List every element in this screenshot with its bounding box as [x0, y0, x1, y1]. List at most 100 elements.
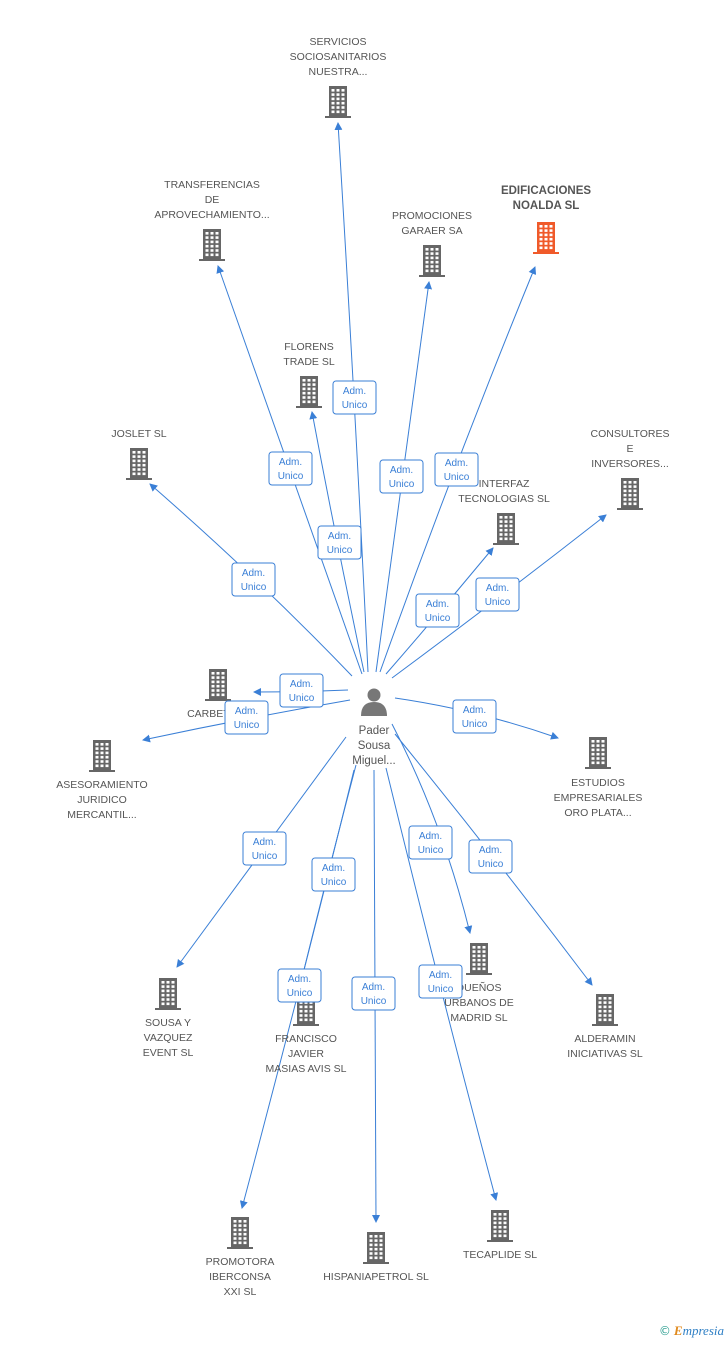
- building-icon: [493, 513, 519, 545]
- company-label-line: SOUSA Y: [145, 1017, 191, 1029]
- relation-badge-servicios[interactable]: Adm.Unico: [332, 380, 377, 415]
- company-label-line: VAZQUEZ: [144, 1032, 193, 1044]
- relation-badge-transferencias[interactable]: Adm.Unico: [268, 451, 313, 486]
- relation-badge-interfaz[interactable]: Adm.Unico: [415, 593, 460, 628]
- company-label-line: MADRID SL: [450, 1012, 507, 1024]
- badge-text: Adm.: [419, 831, 442, 842]
- company-node-transferencias[interactable]: TRANSFERENCIASDEAPROVECHAMIENTO...: [154, 179, 270, 261]
- badge-text: Adm.: [235, 706, 258, 717]
- badge-text: Unico: [361, 996, 387, 1007]
- building-icon: [325, 86, 351, 118]
- building-icon: [617, 478, 643, 510]
- relation-badge-edificaciones[interactable]: Adm.Unico: [434, 452, 479, 487]
- badge-text: Adm.: [279, 457, 302, 468]
- building-icon: [205, 669, 231, 701]
- badge-text: Unico: [321, 877, 347, 888]
- building-icon: [296, 376, 322, 408]
- company-node-servicios[interactable]: SERVICIOSSOCIOSANITARIOSNUESTRA...: [290, 36, 387, 118]
- badge-text: Adm.: [290, 679, 313, 690]
- company-node-consultores[interactable]: CONSULTORESEINVERSORES...: [591, 428, 670, 510]
- badge-text: Adm.: [479, 845, 502, 856]
- building-icon: [89, 740, 115, 772]
- company-node-tecaplide[interactable]: TECAPLIDE SL: [463, 1210, 537, 1261]
- company-label-line: ALDERAMIN: [574, 1033, 635, 1045]
- edge-duenos: [391, 723, 473, 934]
- company-label-line: E: [626, 443, 633, 455]
- badge-text: Unico: [418, 845, 444, 856]
- company-label-line: ESTUDIOS: [571, 777, 625, 789]
- company-label-line: EMPRESARIALES: [554, 792, 643, 804]
- company-node-hispaniapetrol[interactable]: HISPANIAPETROL SL: [323, 1232, 429, 1283]
- badge-text: Adm.: [486, 583, 509, 594]
- building-icon: [199, 229, 225, 261]
- empresia-watermark: ©Empresia: [659, 1323, 724, 1339]
- company-node-estudios[interactable]: ESTUDIOS EMPRESARIALES ORO PLATA...: [554, 737, 643, 819]
- badge-text: Adm.: [288, 974, 311, 985]
- company-label-line: CONSULTORES: [591, 428, 670, 440]
- company-label-line: PROMOCIONES: [392, 210, 472, 222]
- relation-badge-tecaplide[interactable]: Adm.Unico: [418, 964, 463, 999]
- company-label-line: INTERFAZ: [479, 478, 530, 490]
- person-name-line: Miguel...: [352, 755, 395, 767]
- badge-text: Adm.: [242, 568, 265, 579]
- company-node-asesoramiento[interactable]: ASESORAMIENTOJURIDICOMERCANTIL...: [56, 740, 148, 821]
- company-label-line: XXI SL: [224, 1286, 257, 1298]
- company-label-line: URBANOS DE: [444, 997, 513, 1009]
- badge-text: Adm.: [362, 982, 385, 993]
- relation-badge-carbetic[interactable]: Adm.Unico: [279, 673, 324, 708]
- building-icon: [126, 448, 152, 480]
- badge-text: Adm.: [426, 599, 449, 610]
- building-icon: [592, 994, 618, 1026]
- company-node-joslet[interactable]: JOSLET SL: [111, 428, 167, 480]
- badge-text: Unico: [241, 582, 267, 593]
- company-label-line: PROMOTORA: [206, 1256, 275, 1268]
- building-icon: [227, 1217, 253, 1249]
- company-label-line: APROVECHAMIENTO...: [154, 209, 269, 221]
- center-person[interactable]: PaderSousaMiguel...: [352, 688, 396, 768]
- company-label-line: SOCIOSANITARIOS: [290, 51, 387, 63]
- relation-badge-promociones[interactable]: Adm.Unico: [379, 459, 424, 494]
- person-name-line: Pader: [359, 725, 390, 737]
- company-label-line: GARAER SA: [401, 225, 462, 237]
- badge-text: Unico: [327, 545, 353, 556]
- badge-text: Adm.: [253, 837, 276, 848]
- building-icon: [585, 737, 611, 769]
- company-label-line: DUEÑOS: [457, 981, 502, 994]
- relation-badge-joslet[interactable]: Adm. Unico: [231, 562, 276, 597]
- relation-badge-florens[interactable]: Adm.Unico: [317, 525, 362, 560]
- company-label-line: EVENT SL: [143, 1047, 194, 1059]
- badge-text: Unico: [252, 851, 278, 862]
- company-node-promociones[interactable]: PROMOCIONES GARAER SA: [392, 210, 472, 277]
- badge-text: Unico: [234, 720, 260, 731]
- relation-badge-francisco[interactable]: Adm.Unico: [311, 857, 356, 892]
- relation-badge-hispaniapetrol[interactable]: Adm. Unico: [351, 976, 396, 1011]
- badge-text: Adm.: [429, 970, 452, 981]
- company-label-line: SERVICIOS: [310, 36, 367, 48]
- company-label-line: MASIAS AVIS SL: [266, 1063, 347, 1075]
- relation-badge-alderamin[interactable]: Adm.Unico: [468, 839, 513, 874]
- company-label-line: ORO PLATA...: [564, 807, 631, 819]
- badge-text: Adm.: [390, 465, 413, 476]
- company-node-interfaz[interactable]: INTERFAZ TECNOLOGIAS SL: [458, 478, 550, 545]
- company-node-duenos[interactable]: DUEÑOS URBANOS DE MADRID SL: [444, 943, 514, 1024]
- company-label-line: JURIDICO: [77, 794, 127, 806]
- relation-badge-consultores[interactable]: Adm.Unico: [475, 577, 520, 612]
- company-node-sousa[interactable]: SOUSA Y VAZQUEZ EVENT SL: [143, 978, 194, 1059]
- badge-text: Unico: [342, 400, 368, 411]
- relation-badge-estudios[interactable]: Adm.Unico: [452, 699, 497, 734]
- building-icon: [533, 222, 559, 254]
- company-label-line: EDIFICACIONES: [501, 185, 591, 197]
- relation-badge-asesoramiento[interactable]: Adm. Unico: [224, 700, 269, 735]
- company-label-line: TECNOLOGIAS SL: [458, 493, 550, 505]
- company-node-alderamin[interactable]: ALDERAMIN INICIATIVAS SL: [567, 994, 643, 1060]
- company-label-line: INICIATIVAS SL: [567, 1048, 643, 1060]
- building-icon: [487, 1210, 513, 1242]
- relation-badge-duenos[interactable]: Adm. Unico: [408, 825, 453, 860]
- relation-badge-promotora[interactable]: Adm.Unico: [277, 968, 322, 1003]
- badge-text: Adm.: [463, 705, 486, 716]
- relation-badge-sousa[interactable]: Adm. Unico: [242, 831, 287, 866]
